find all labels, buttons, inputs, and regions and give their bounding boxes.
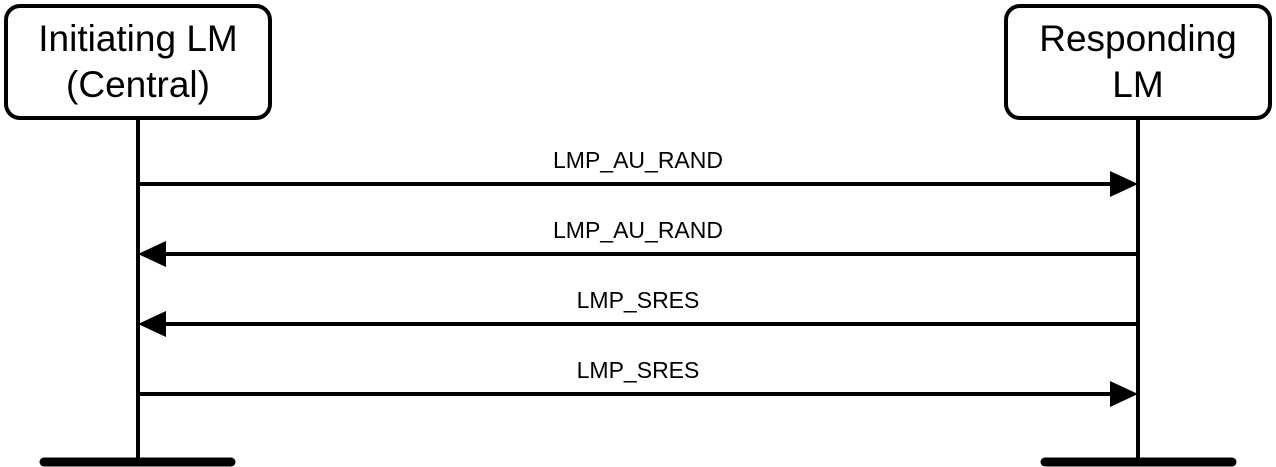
responder-name-line2: LM <box>1112 64 1164 105</box>
arrowhead-left <box>138 311 166 337</box>
arrowhead-left <box>138 241 166 267</box>
message-label: LMP_AU_RAND <box>553 217 723 243</box>
message-label: LMP_AU_RAND <box>553 147 723 173</box>
responder-name-line1: Responding <box>1039 18 1237 59</box>
arrowhead-right <box>1110 381 1138 407</box>
initiator-participant-box: Initiating LM (Central) <box>4 4 272 120</box>
initiator-role: (Central) <box>66 64 210 105</box>
initiator-name: Initiating LM <box>38 18 238 59</box>
responder-participant-box: Responding LM <box>1004 4 1272 120</box>
message-label: LMP_SRES <box>576 357 700 383</box>
message-label: LMP_SRES <box>576 287 700 313</box>
arrowhead-right <box>1110 171 1138 197</box>
